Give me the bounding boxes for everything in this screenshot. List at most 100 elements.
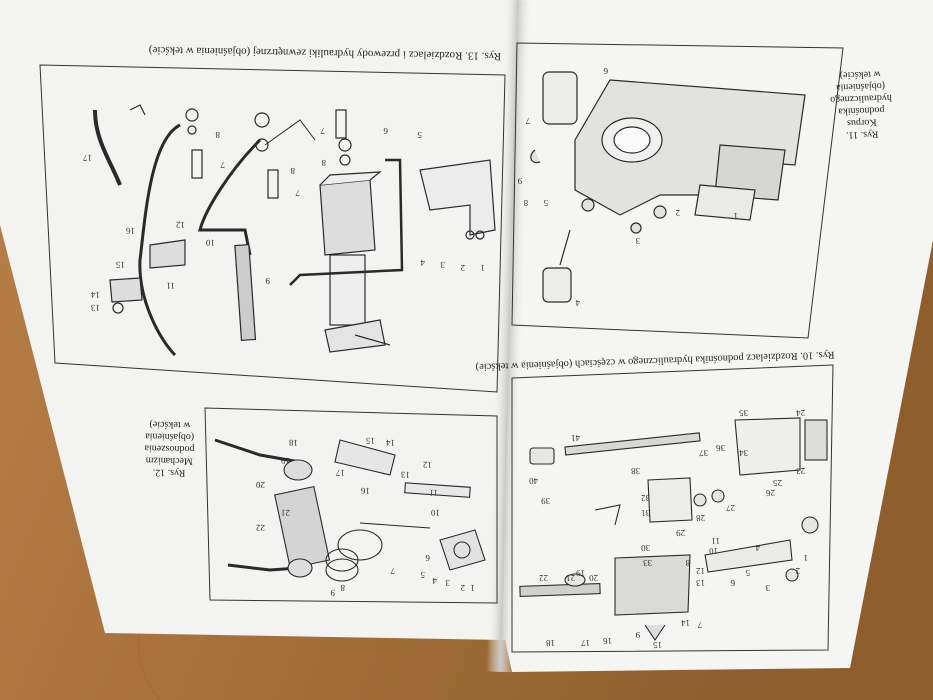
svg-text:25: 25 bbox=[772, 478, 782, 488]
svg-text:3: 3 bbox=[440, 260, 445, 270]
svg-text:20: 20 bbox=[255, 480, 265, 490]
svg-text:hydraulicznego: hydraulicznego bbox=[830, 92, 892, 105]
svg-text:38: 38 bbox=[630, 466, 640, 476]
svg-text:8: 8 bbox=[340, 583, 345, 593]
svg-text:33: 33 bbox=[642, 558, 652, 568]
svg-text:34: 34 bbox=[738, 448, 748, 458]
svg-text:7: 7 bbox=[295, 188, 300, 198]
svg-text:4: 4 bbox=[420, 258, 425, 268]
svg-text:9: 9 bbox=[517, 176, 522, 186]
svg-text:16: 16 bbox=[125, 226, 135, 236]
svg-text:14: 14 bbox=[90, 290, 100, 300]
svg-text:14: 14 bbox=[385, 438, 395, 448]
svg-text:4: 4 bbox=[575, 298, 580, 308]
svg-text:(objaśnienia: (objaśnienia bbox=[835, 80, 885, 93]
svg-text:2: 2 bbox=[460, 583, 465, 593]
svg-text:1: 1 bbox=[803, 553, 808, 563]
svg-text:17: 17 bbox=[82, 153, 92, 163]
svg-text:podnośnika: podnośnika bbox=[838, 104, 885, 117]
svg-text:5: 5 bbox=[543, 198, 548, 208]
svg-text:19: 19 bbox=[280, 456, 290, 466]
fig11-part-labels: 1 2 3 4 5 6 7 8 9 bbox=[517, 66, 738, 308]
fig13-part-labels: 1 2 3 4 5 6 7 7 7 8 8 8 9 10 11 12 13 14… bbox=[82, 126, 485, 313]
svg-text:13: 13 bbox=[400, 470, 410, 480]
fig11-frame bbox=[511, 42, 844, 339]
svg-text:10: 10 bbox=[430, 508, 440, 518]
svg-text:2: 2 bbox=[460, 263, 465, 273]
svg-text:7: 7 bbox=[320, 126, 325, 136]
svg-text:32: 32 bbox=[641, 493, 650, 503]
svg-text:Korpus: Korpus bbox=[847, 116, 877, 128]
svg-text:8: 8 bbox=[685, 558, 690, 568]
svg-text:15: 15 bbox=[115, 260, 125, 270]
svg-text:18: 18 bbox=[545, 638, 555, 648]
svg-text:6: 6 bbox=[730, 578, 735, 588]
svg-text:12: 12 bbox=[696, 566, 705, 576]
svg-text:5: 5 bbox=[417, 130, 422, 140]
svg-text:10: 10 bbox=[205, 238, 215, 248]
svg-text:15: 15 bbox=[652, 640, 662, 650]
svg-text:7: 7 bbox=[697, 620, 702, 630]
fig10-part-labels: 1 2 3 4 5 6 7 8 9 10 11 12 13 14 15 16 1… bbox=[528, 408, 808, 650]
svg-text:8: 8 bbox=[215, 130, 220, 140]
svg-text:Rys. 11.: Rys. 11. bbox=[846, 128, 879, 140]
fig10-frame bbox=[511, 364, 834, 653]
svg-text:podnoszenia: podnoszenia bbox=[144, 443, 195, 455]
fig12-caption: Rys. 12. Mechanizm podnoszenia (objaśnie… bbox=[144, 419, 195, 479]
svg-text:6: 6 bbox=[603, 66, 608, 76]
svg-text:17: 17 bbox=[335, 468, 345, 478]
svg-text:26: 26 bbox=[765, 488, 775, 498]
svg-text:13: 13 bbox=[90, 303, 100, 313]
svg-text:12: 12 bbox=[176, 220, 185, 230]
svg-text:15: 15 bbox=[365, 436, 375, 446]
svg-text:31: 31 bbox=[641, 508, 650, 518]
svg-text:29: 29 bbox=[675, 528, 685, 538]
fig12-part-labels: 1 2 3 4 5 6 7 8 9 10 11 12 13 14 15 16 1… bbox=[255, 436, 475, 598]
svg-text:5: 5 bbox=[745, 568, 750, 578]
svg-text:11: 11 bbox=[711, 536, 720, 546]
fig13-hydraulic-lines-drawing bbox=[93, 104, 496, 357]
svg-text:39: 39 bbox=[540, 496, 550, 506]
svg-text:2: 2 bbox=[675, 208, 680, 218]
svg-text:24: 24 bbox=[795, 408, 805, 418]
svg-text:21: 21 bbox=[566, 573, 575, 583]
svg-text:17: 17 bbox=[580, 638, 590, 648]
svg-text:3: 3 bbox=[765, 583, 770, 593]
svg-text:1: 1 bbox=[480, 263, 485, 273]
svg-text:23: 23 bbox=[795, 466, 805, 476]
svg-text:20: 20 bbox=[588, 573, 598, 583]
svg-text:11: 11 bbox=[429, 488, 438, 498]
svg-text:Mechanizm: Mechanizm bbox=[145, 455, 193, 467]
svg-text:18: 18 bbox=[288, 438, 298, 448]
svg-text:13: 13 bbox=[695, 578, 705, 588]
svg-text:6: 6 bbox=[425, 553, 430, 563]
svg-text:4: 4 bbox=[755, 543, 760, 553]
svg-text:2: 2 bbox=[795, 566, 800, 576]
svg-text:11: 11 bbox=[166, 281, 175, 291]
svg-text:8: 8 bbox=[290, 166, 295, 176]
svg-text:22: 22 bbox=[256, 523, 265, 533]
svg-text:19: 19 bbox=[575, 568, 585, 578]
svg-text:21: 21 bbox=[281, 508, 290, 518]
fig12-frame bbox=[204, 407, 498, 604]
fig10-valve-parts-drawing bbox=[519, 417, 828, 641]
svg-text:41: 41 bbox=[571, 433, 580, 443]
svg-text:w tekście): w tekście) bbox=[149, 419, 190, 431]
svg-text:3: 3 bbox=[445, 578, 450, 588]
svg-text:8: 8 bbox=[321, 158, 326, 168]
svg-text:8: 8 bbox=[523, 198, 528, 208]
svg-text:w tekście): w tekście) bbox=[840, 68, 881, 80]
svg-text:6: 6 bbox=[383, 126, 388, 136]
svg-text:1: 1 bbox=[470, 583, 475, 593]
svg-text:30: 30 bbox=[640, 543, 650, 553]
svg-text:7: 7 bbox=[525, 116, 530, 126]
svg-text:4: 4 bbox=[432, 576, 437, 586]
svg-text:9: 9 bbox=[635, 630, 640, 640]
svg-text:7: 7 bbox=[220, 160, 225, 170]
svg-text:3: 3 bbox=[635, 236, 640, 246]
svg-text:10: 10 bbox=[708, 546, 718, 556]
svg-text:27: 27 bbox=[725, 503, 735, 513]
svg-text:22: 22 bbox=[539, 573, 548, 583]
svg-text:5: 5 bbox=[420, 570, 425, 580]
svg-text:14: 14 bbox=[680, 618, 690, 628]
